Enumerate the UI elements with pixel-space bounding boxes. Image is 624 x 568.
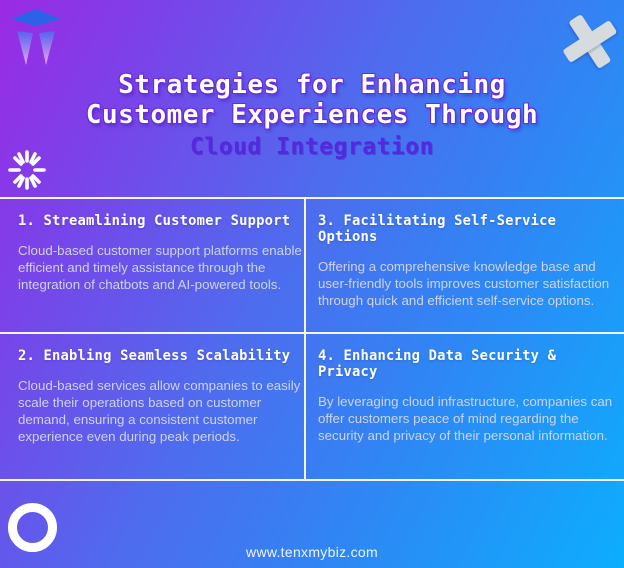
divider-top bbox=[0, 197, 624, 199]
card-self-service: 3. Facilitating Self-Service Options Off… bbox=[318, 213, 610, 309]
x-cross-icon bbox=[556, 10, 624, 73]
card-seamless-scalability: 2. Enabling Seamless Scalability Cloud-b… bbox=[18, 348, 306, 445]
card-heading: 1. Streamlining Customer Support bbox=[18, 213, 291, 229]
card-data-security: 4. Enhancing Data Security & Privacy By … bbox=[318, 348, 614, 444]
circle-ring-icon bbox=[8, 503, 57, 552]
card-body: Offering a comprehensive knowledge base … bbox=[318, 259, 610, 308]
card-streamlining-support: 1. Streamlining Customer Support Cloud-b… bbox=[18, 213, 302, 293]
starburst-icon bbox=[8, 150, 46, 190]
divider-vertical bbox=[304, 197, 306, 481]
card-heading: 2. Enabling Seamless Scalability bbox=[18, 348, 291, 364]
card-body: Cloud-based services allow companies to … bbox=[18, 378, 301, 444]
title-line-1: Strategies for Enhancing bbox=[118, 70, 506, 100]
divider-middle bbox=[0, 332, 624, 334]
page-title: Strategies for Enhancing Customer Experi… bbox=[0, 70, 624, 161]
brand-logo-icon bbox=[11, 9, 61, 65]
card-body: Cloud-based customer support platforms e… bbox=[18, 243, 302, 292]
card-heading: 3. Facilitating Self-Service Options bbox=[318, 213, 557, 245]
title-line-3-accent: Cloud Integration bbox=[190, 134, 434, 160]
card-body: By leveraging cloud infrastructure, comp… bbox=[318, 394, 613, 443]
divider-bottom bbox=[0, 479, 624, 481]
website-link[interactable]: www.tenxmybiz.com bbox=[246, 544, 378, 560]
card-heading: 4. Enhancing Data Security & Privacy bbox=[318, 348, 557, 380]
title-line-2: Customer Experiences Through bbox=[85, 100, 539, 130]
